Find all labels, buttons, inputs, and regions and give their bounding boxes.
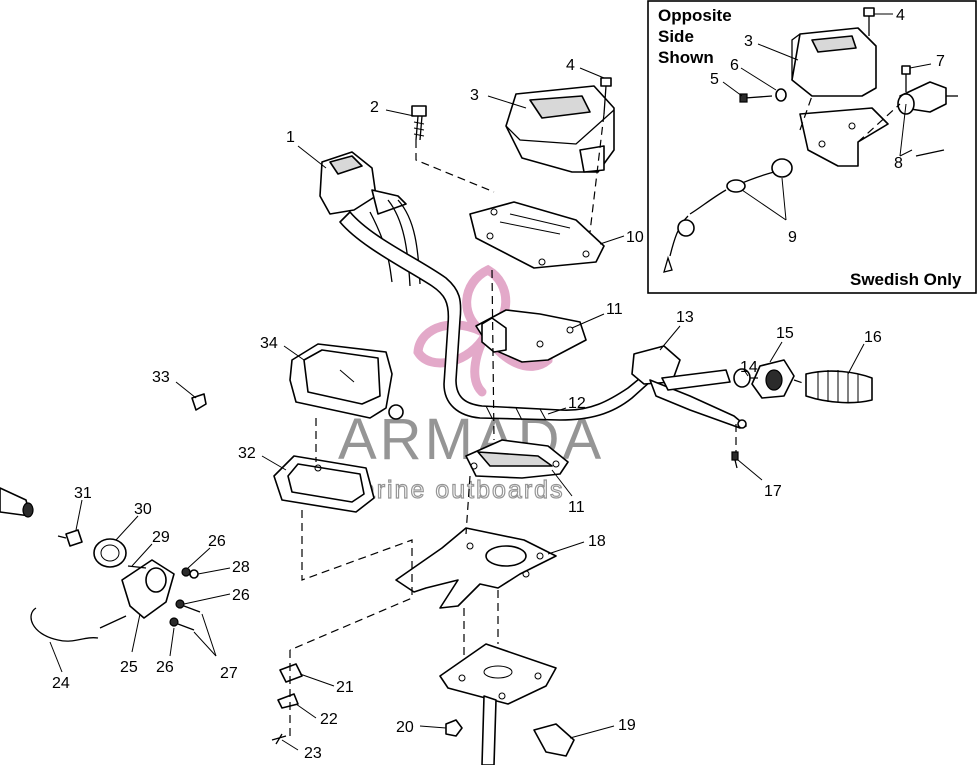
inset-heading-line-2: Side (658, 27, 694, 46)
inset-washer-6 (775, 88, 787, 102)
screw-17 (731, 451, 739, 469)
inset-tether (663, 158, 793, 273)
inset-bolt-4 (863, 7, 875, 36)
inset-callout-4: 4 (896, 7, 905, 24)
inset-screw-5 (739, 93, 773, 103)
callout-20: 20 (396, 719, 414, 736)
callout-32: 32 (238, 445, 256, 462)
nut-26-c (169, 617, 179, 627)
inset-cover-part (791, 27, 877, 97)
steering-plate (439, 643, 557, 765)
callout-17: 17 (764, 483, 782, 500)
brake-lever-part (631, 345, 747, 429)
callout-29: 29 (152, 529, 170, 546)
callout-30: 30 (134, 501, 152, 518)
inset-callout-5: 5 (710, 71, 719, 88)
callout-15: 15 (776, 325, 794, 342)
inset-bracket-part (799, 107, 889, 167)
clamp-19 (533, 723, 575, 757)
callout-2: 2 (370, 99, 379, 116)
callout-25: 25 (120, 659, 138, 676)
instrument-34 (289, 343, 404, 420)
cable-24 (30, 607, 99, 642)
leader-lines (49, 67, 865, 751)
callout-14: 14 (740, 359, 758, 376)
hand-grip-16 (805, 370, 873, 404)
callout-11-upper: 11 (606, 301, 623, 318)
inset-callout-labels: 4 3 6 5 7 8 9 (710, 7, 945, 246)
callout-33: 33 (152, 369, 170, 386)
inset-callout-3: 3 (744, 33, 753, 50)
callout-4: 4 (566, 57, 575, 74)
inset-callout-6: 6 (730, 57, 739, 74)
callout-3: 3 (470, 87, 479, 104)
callout-27: 27 (220, 665, 238, 682)
callout-11-lower: 11 (568, 499, 585, 516)
callout-12: 12 (568, 395, 586, 412)
cover-part (505, 85, 615, 173)
nut-26-b (175, 599, 185, 609)
screw-29 (127, 565, 147, 569)
callout-31: 31 (74, 485, 92, 502)
nut-20 (445, 719, 463, 737)
assembly-guides (289, 113, 807, 740)
callout-21: 21 (336, 679, 354, 696)
bulb-31 (57, 529, 83, 547)
clip-22 (277, 693, 299, 709)
callout-26-c: 26 (156, 659, 174, 676)
plate-10 (469, 201, 605, 269)
nut-26-a (181, 567, 191, 577)
callout-23: 23 (304, 745, 322, 762)
bolt-2 (411, 105, 427, 141)
inset-callout-9: 9 (788, 229, 797, 246)
inset-screw-8 (915, 149, 945, 157)
clip-21 (279, 663, 303, 683)
callout-labels: 1 2 3 4 10 11 12 11 13 14 15 16 17 33 34… (52, 57, 882, 762)
nut-28 (189, 569, 199, 579)
light-bracket-25 (99, 559, 175, 629)
callout-26-a: 26 (208, 533, 226, 550)
inset-panel: Opposite Side Shown Swedish Only (647, 0, 977, 294)
clamp-lower-11 (465, 439, 569, 479)
throttle-switch-part (319, 151, 421, 287)
inset-screw-7 (901, 65, 911, 92)
callout-1: 1 (286, 129, 295, 146)
callout-26-b: 26 (232, 587, 250, 604)
clamp-upper-11 (475, 309, 587, 363)
inset-footer: Swedish Only (850, 270, 962, 289)
inset-heading-line-1: Opposite (658, 6, 732, 25)
inset-callout-8: 8 (894, 155, 903, 172)
lens-30 (93, 538, 127, 568)
callout-10: 10 (626, 229, 644, 246)
inset-key-switch (897, 81, 958, 115)
callout-28: 28 (232, 559, 250, 576)
screw-4 (600, 77, 612, 115)
throttle-grip-15 (751, 359, 795, 399)
inset-callout-7: 7 (936, 53, 945, 70)
callout-24: 24 (52, 675, 70, 692)
callout-34: 34 (260, 335, 278, 352)
inset-heading-line-3: Shown (658, 48, 714, 67)
lamp-tube (0, 487, 34, 518)
callout-16: 16 (864, 329, 882, 346)
callout-18: 18 (588, 533, 606, 550)
pin-23 (271, 733, 287, 745)
callout-13: 13 (676, 309, 694, 326)
callout-19: 19 (618, 717, 636, 734)
housing-32 (273, 455, 375, 513)
screw-27-b (177, 623, 195, 631)
screw-27-a (183, 605, 201, 613)
callout-22: 22 (320, 711, 338, 728)
bracket-18 (395, 527, 557, 609)
watermark-tagline: marine outboards (338, 476, 565, 504)
